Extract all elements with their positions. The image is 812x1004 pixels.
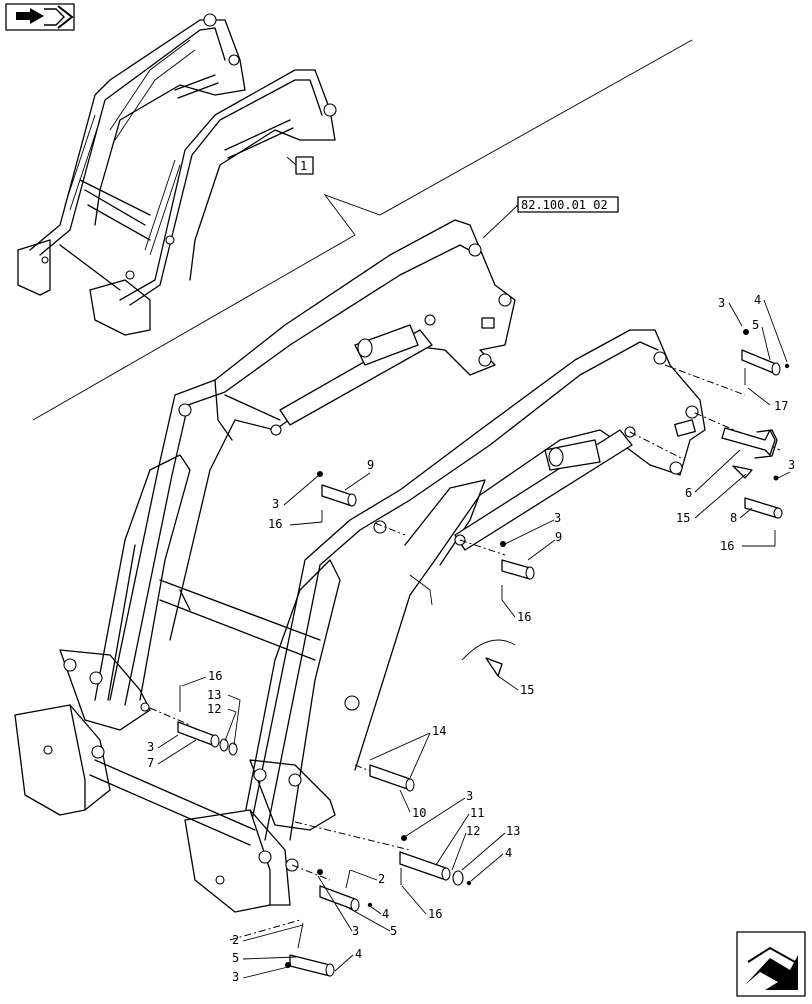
pin-7-group bbox=[177, 685, 238, 756]
callout-3: 3 bbox=[272, 497, 279, 511]
overview-callout: 1 bbox=[286, 156, 314, 175]
callout-4: 4 bbox=[382, 907, 389, 921]
callout-4: 4 bbox=[505, 846, 512, 860]
callout-13: 13 bbox=[506, 824, 520, 838]
callout-3: 3 bbox=[352, 924, 359, 938]
callout-3: 3 bbox=[232, 970, 239, 984]
pin-bottom-group bbox=[285, 922, 335, 977]
callout-6: 6 bbox=[685, 486, 692, 500]
callout-16: 16 bbox=[428, 907, 442, 921]
callout-15: 15 bbox=[520, 683, 534, 697]
callout-2: 2 bbox=[232, 933, 239, 947]
callout-9: 9 bbox=[555, 530, 562, 544]
callout-3: 3 bbox=[788, 458, 795, 472]
callout-3: 3 bbox=[554, 511, 561, 525]
callout-12: 12 bbox=[207, 702, 221, 716]
loader-main-frame bbox=[14, 219, 706, 913]
pin-10-group bbox=[369, 764, 415, 792]
pin-11-group bbox=[399, 835, 472, 886]
callout-16: 16 bbox=[208, 669, 222, 683]
callout-16: 16 bbox=[720, 539, 734, 553]
callout-12: 12 bbox=[466, 824, 480, 838]
overview-callout-label: 1 bbox=[300, 159, 307, 173]
callout-8: 8 bbox=[730, 511, 737, 525]
back-arrow-icon[interactable] bbox=[5, 3, 75, 31]
callout-3: 3 bbox=[147, 740, 154, 754]
pin-lower-left-group bbox=[317, 869, 373, 912]
callout-16: 16 bbox=[517, 610, 531, 624]
lock-pin-6 bbox=[721, 427, 778, 479]
callout-2: 2 bbox=[378, 872, 385, 886]
callout-9: 9 bbox=[367, 458, 374, 472]
next-page-arrow-icon[interactable] bbox=[736, 931, 806, 997]
callout-15: 15 bbox=[676, 511, 690, 525]
callout-7: 7 bbox=[147, 756, 154, 770]
callout-11: 11 bbox=[470, 806, 484, 820]
callout-16: 16 bbox=[268, 517, 282, 531]
lock-pin-15-detail bbox=[461, 639, 516, 677]
callout-5: 5 bbox=[232, 951, 239, 965]
callout-13: 13 bbox=[207, 688, 221, 702]
callout-10: 10 bbox=[412, 806, 426, 820]
overview-thumbnail bbox=[17, 13, 337, 336]
callout-4: 4 bbox=[754, 293, 761, 307]
callout-3: 3 bbox=[466, 789, 473, 803]
section-divider bbox=[32, 39, 693, 421]
pin-9-lower-group bbox=[500, 541, 535, 600]
pin-9-upper-group bbox=[317, 471, 357, 522]
pin-17-group bbox=[741, 329, 790, 385]
callout-5: 5 bbox=[752, 318, 759, 332]
callout-17: 17 bbox=[774, 399, 788, 413]
callout-14: 14 bbox=[432, 724, 446, 738]
reference-code: 82.100.01 02 bbox=[521, 198, 608, 212]
reference-code-box[interactable]: 82.100.01 02 bbox=[482, 196, 619, 239]
pin-8-group bbox=[744, 475, 783, 546]
callout-3: 3 bbox=[718, 296, 725, 310]
callout-labels: 3 4 5 17 6 15 3 8 16 9 3 16 3 9 16 15 bbox=[147, 293, 795, 984]
callout-5: 5 bbox=[390, 924, 397, 938]
callout-4: 4 bbox=[355, 947, 362, 961]
